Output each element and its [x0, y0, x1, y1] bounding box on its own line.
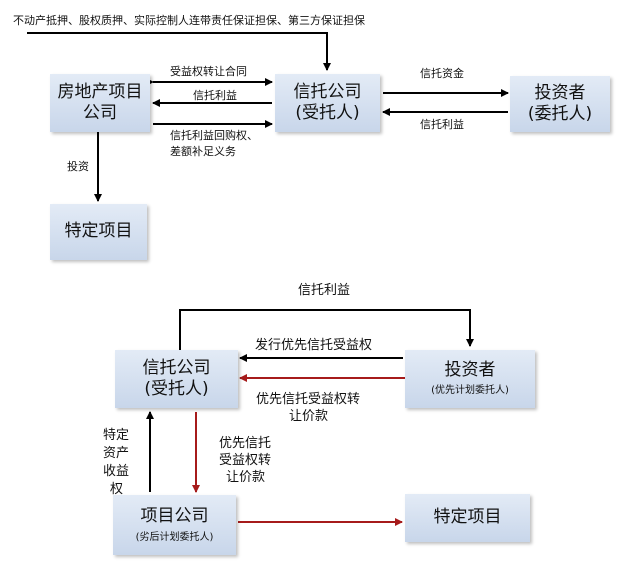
- label-transfer-down-line2: 受益权转: [219, 453, 272, 468]
- label-benefit-left: 信托利益: [193, 89, 237, 102]
- investor2-sub: (优先计划委托人): [431, 385, 509, 397]
- investor-line2: (委托人): [527, 104, 593, 124]
- label-invest: 投资: [67, 160, 89, 173]
- investor2-label: 投资者: [444, 360, 496, 381]
- trust2-line1: 信托公司: [142, 357, 211, 378]
- trust2-line2: (受托人): [144, 379, 209, 399]
- label-transfer-down-line1: 优先信托: [219, 436, 272, 451]
- label-asset-v2: 资产: [103, 446, 130, 461]
- project2-label: 特定项目: [433, 507, 502, 528]
- project-company-box: 项目公司 (劣后计划委托人): [113, 495, 236, 555]
- label-funds: 信托资金: [420, 67, 464, 80]
- developer-box: 房地产项目 公司: [50, 74, 150, 132]
- label-asset-v3: 收益: [103, 464, 130, 479]
- label-benefit-right: 信托利益: [420, 118, 464, 131]
- label-repurchase-line2: 差额补足义务: [170, 145, 236, 158]
- trust-line2: (受托人): [295, 103, 360, 123]
- label-asset-v4: 权: [110, 482, 124, 497]
- trust-company-box: 信托公司 (受托人): [275, 74, 380, 132]
- investor-line1: 投资者: [534, 82, 586, 103]
- developer-line1: 房地产项目: [57, 81, 143, 102]
- project-box: 特定项目: [50, 204, 147, 260]
- trust-line1: 信托公司: [293, 81, 362, 102]
- label-benefit-top: 信托利益: [298, 283, 351, 298]
- developer-line2: 公司: [83, 103, 117, 123]
- label-asset-v1: 特定: [103, 428, 130, 443]
- label-transfer-contract: 受益权转让合同: [170, 65, 247, 78]
- label-issue: 发行优先信托受益权: [255, 338, 373, 353]
- project-box-2: 特定项目: [405, 494, 530, 542]
- label-transfer-down-line3: 让价款: [226, 470, 266, 485]
- project-company-label: 项目公司: [140, 505, 209, 526]
- trust-company-box-2: 信托公司 (受托人): [115, 350, 238, 408]
- project-label: 特定项目: [64, 221, 133, 242]
- label-transfer-right-line2: 让价款: [289, 409, 329, 424]
- guarantee-caption: 不动产抵押、股权质押、实际控制人连带责任保证担保、第三方保证担保: [13, 14, 365, 27]
- project-company-sub: (劣后计划委托人): [135, 531, 214, 543]
- label-transfer-right-line1: 优先信托受益权转: [256, 392, 361, 407]
- arrow-guarantee: [27, 32, 331, 71]
- investor-box: 投资者 (委托人): [510, 76, 610, 132]
- arrow-benefit-top: [179, 309, 474, 350]
- label-repurchase-line1: 信托利益回购权、: [170, 129, 258, 142]
- investor-box-2: 投资者 (优先计划委托人): [405, 350, 535, 408]
